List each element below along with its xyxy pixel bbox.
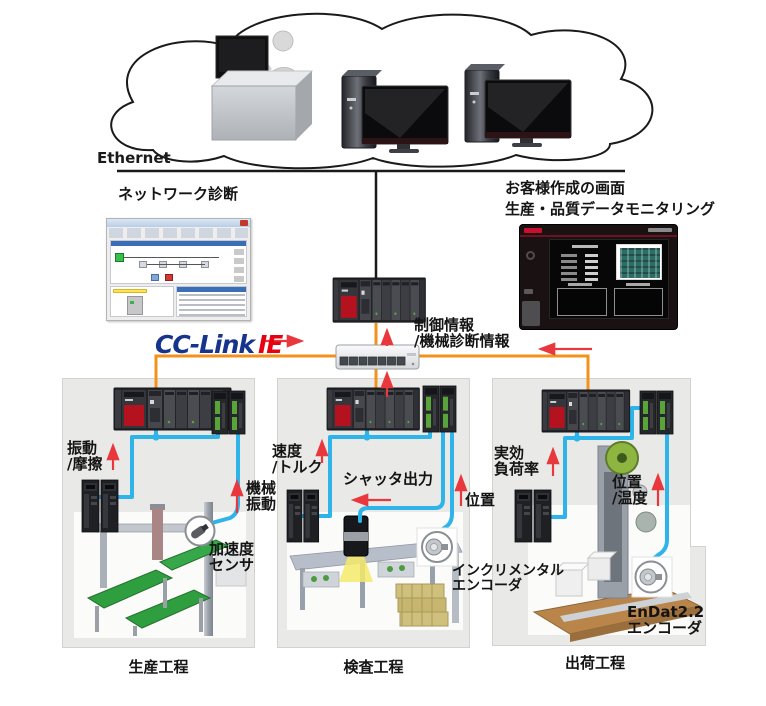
hmi-inspection-image [616, 244, 662, 280]
shipping-machine [532, 441, 702, 642]
mitsubishi-logo [524, 228, 542, 233]
servo-signal-lines [90, 406, 669, 562]
diag-topology-panel [110, 240, 247, 284]
diag-warning-row [113, 289, 147, 293]
diag-device-image [127, 296, 143, 315]
acceleration-sensor-icon [184, 515, 216, 547]
network-switch [335, 344, 420, 370]
plc-rack-inspection [326, 387, 420, 431]
hmi-bezel-button [526, 251, 535, 260]
customer-screen-label: お客様作成の画面 生産・品質データモニタリング [505, 179, 716, 218]
shipping-box-notch [685, 546, 706, 646]
hmi-operation-chart [557, 288, 607, 316]
junction-dot [152, 433, 160, 441]
hmi-screen [549, 239, 669, 319]
signal-arrows [106, 327, 665, 513]
diag-info-panel [176, 286, 247, 317]
junction-dot [573, 434, 581, 442]
hmi-monitor [519, 224, 678, 330]
junction-dot [363, 433, 371, 441]
hmi-quality-chart [614, 288, 663, 316]
network-diagnosis-label: ネットワーク診断 [118, 185, 239, 203]
network-diagnostics-window [106, 218, 251, 321]
servo-amp-shipping [639, 390, 674, 435]
endat-encoder-label: EnDat2.2 エンコーダ [627, 603, 705, 637]
diag-master-node [115, 253, 124, 262]
hmi-model-text [648, 228, 672, 232]
diag-close-icon [240, 220, 248, 226]
production-machine [86, 502, 247, 636]
servo-drives-shipping [514, 489, 552, 543]
ethernet-label: Ethernet [97, 149, 171, 167]
diag-toolbar [109, 228, 248, 238]
shipping-title: 出荷工程 [564, 654, 625, 672]
operator-workstation [210, 30, 314, 141]
endat-encoder-icon [631, 556, 673, 598]
hmi-data-table [558, 245, 610, 282]
plc-rack-main [332, 277, 426, 323]
shutter-output-label: シャッタ出力 [343, 470, 434, 488]
diag-side-buttons [234, 249, 244, 283]
servo-amp-inspection [422, 385, 457, 433]
vibration-friction-label: 振動 /摩擦 [67, 439, 103, 473]
machine-vibration-label: 機械 振動 [246, 479, 277, 513]
position-label: 位置 [465, 491, 496, 509]
plc-rack-shipping [541, 389, 631, 433]
incremental-encoder-label: インクリメンタル エンコーダ [452, 563, 564, 594]
speed-torque-label: 速度 /トルク [272, 442, 323, 476]
inspection-title: 検査工程 [343, 658, 404, 676]
acceleration-sensor-label: 加速度 センサ [209, 540, 255, 574]
effective-load-label: 実効 負荷率 [494, 444, 540, 478]
production-title: 生産工程 [128, 658, 189, 676]
position-temperature-label: 位置 /温度 [612, 473, 648, 507]
diag-title-bar [107, 219, 250, 227]
control-info-label: 制御情報 /機械診断情報 [414, 316, 510, 350]
incremental-encoder-icon [416, 527, 458, 567]
diag-device-panel [110, 286, 174, 317]
